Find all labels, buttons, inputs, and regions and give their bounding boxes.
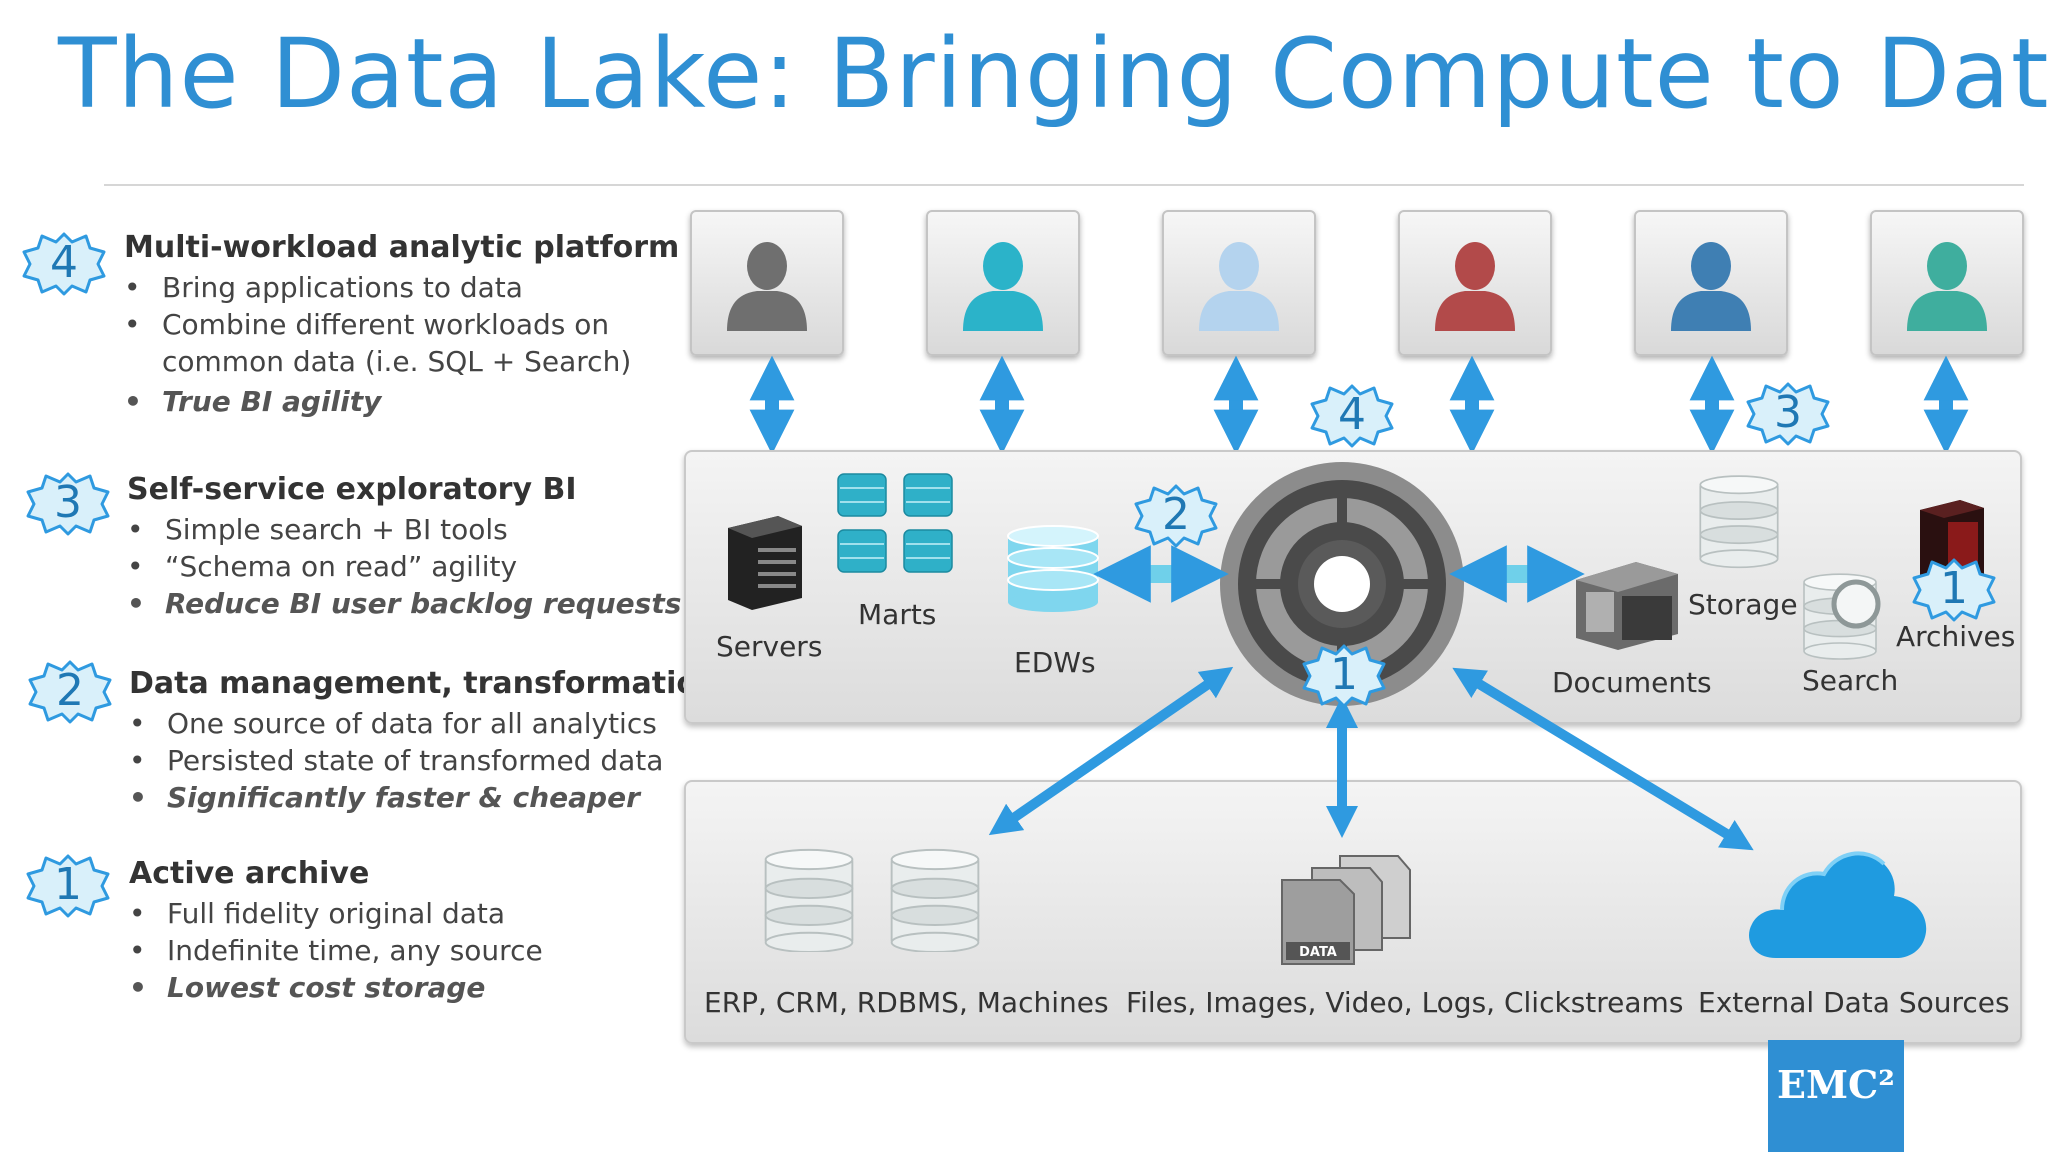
server-icon <box>728 516 802 610</box>
database-icon <box>890 848 980 952</box>
marts-label: Marts <box>858 598 937 631</box>
user-tile-3 <box>1162 210 1316 356</box>
external-label: External Data Sources <box>1698 986 2010 1019</box>
bullet-item: •Lowest cost storage <box>129 971 486 1004</box>
edw-badge-2: 2 <box>1134 484 1218 548</box>
user-tile-1 <box>690 210 844 356</box>
user-tile-4 <box>1398 210 1552 356</box>
cloud-icon <box>1749 851 1927 958</box>
bullet-item: •“Schema on read” agility <box>127 550 518 583</box>
storage-badge-3: 3 <box>1746 382 1830 446</box>
bullet-item: •One source of data for all analytics <box>129 707 657 740</box>
hub-badge-1: 1 <box>1302 644 1386 708</box>
svg-text:3: 3 <box>1774 387 1802 438</box>
documents-label: Documents <box>1552 666 1712 699</box>
search-label: Search <box>1802 664 1899 697</box>
bullet-continuation: common data (i.e. SQL + Search) <box>162 345 632 378</box>
database-icon <box>764 848 854 952</box>
user-tile-6 <box>1870 210 2024 356</box>
title-divider <box>104 184 2024 186</box>
svg-text:1: 1 <box>54 859 82 910</box>
section-heading: Active archive <box>129 856 370 891</box>
section-badge-1: 1 <box>26 854 110 918</box>
edw-icon <box>1007 525 1099 612</box>
hub-badge-4: 4 <box>1310 384 1394 448</box>
storage-icon <box>1699 475 1779 569</box>
svg-text:4: 4 <box>1338 389 1366 440</box>
hub-erp-arrow <box>988 666 1234 836</box>
section-data-management: Data management, transformations •One so… <box>129 666 736 816</box>
svg-text:3: 3 <box>54 477 82 528</box>
svg-text:DATA: DATA <box>1299 945 1337 960</box>
bullet-item: •Significantly faster & cheaper <box>129 781 640 814</box>
section-heading: Multi-workload analytic platform <box>124 230 680 265</box>
data-files-icon: DATA <box>1281 855 1411 965</box>
bullet-item: •Indefinite time, any source <box>129 934 543 967</box>
hub-external-arrow <box>1452 667 1754 851</box>
user-tile-2 <box>926 210 1080 356</box>
storage-label: Storage <box>1688 588 1798 621</box>
search-icon <box>1803 573 1881 660</box>
emc-logo: EMC² <box>1768 1040 1904 1152</box>
documents-icon <box>1576 562 1678 650</box>
svg-text:2: 2 <box>56 665 84 716</box>
section-badge-2: 2 <box>28 660 112 724</box>
archives-badge-1: 1 <box>1912 558 1996 622</box>
svg-text:2: 2 <box>1162 489 1190 540</box>
section-multi-workload: Multi-workload analytic platform •Bring … <box>124 230 679 420</box>
bullet-item: •Combine different workloads on <box>124 308 610 341</box>
bullet-item: •True BI agility <box>124 385 382 418</box>
svg-text:1: 1 <box>1940 563 1968 614</box>
section-heading: Self-service exploratory BI <box>127 472 577 507</box>
erp-label: ERP, CRM, RDBMS, Machines <box>704 986 1109 1019</box>
section-badge-3: 3 <box>26 472 110 536</box>
marts-icon <box>837 473 953 573</box>
section-active-archive: Active archive •Full fidelity original d… <box>129 856 543 1006</box>
bullet-item: •Reduce BI user backlog requests <box>127 587 682 620</box>
svg-text:4: 4 <box>50 237 78 288</box>
bullet-item: •Bring applications to data <box>124 271 523 304</box>
section-self-service-bi: Self-service exploratory BI •Simple sear… <box>127 472 681 622</box>
bullet-item: •Persisted state of transformed data <box>129 744 664 777</box>
bullet-item: •Simple search + BI tools <box>127 513 508 546</box>
servers-label: Servers <box>716 630 823 663</box>
files-label: Files, Images, Video, Logs, Clickstreams <box>1126 986 1684 1019</box>
archives-label: Archives <box>1896 620 2016 653</box>
bullet-item: •Full fidelity original data <box>129 897 506 930</box>
svg-text:1: 1 <box>1330 649 1358 700</box>
page-title: The Data Lake: Bringing Compute to Data <box>58 18 2048 130</box>
section-heading: Data management, transformations <box>129 666 737 701</box>
user-tile-5 <box>1634 210 1788 356</box>
section-badge-4: 4 <box>22 232 106 296</box>
hub-icon <box>1220 462 1464 706</box>
